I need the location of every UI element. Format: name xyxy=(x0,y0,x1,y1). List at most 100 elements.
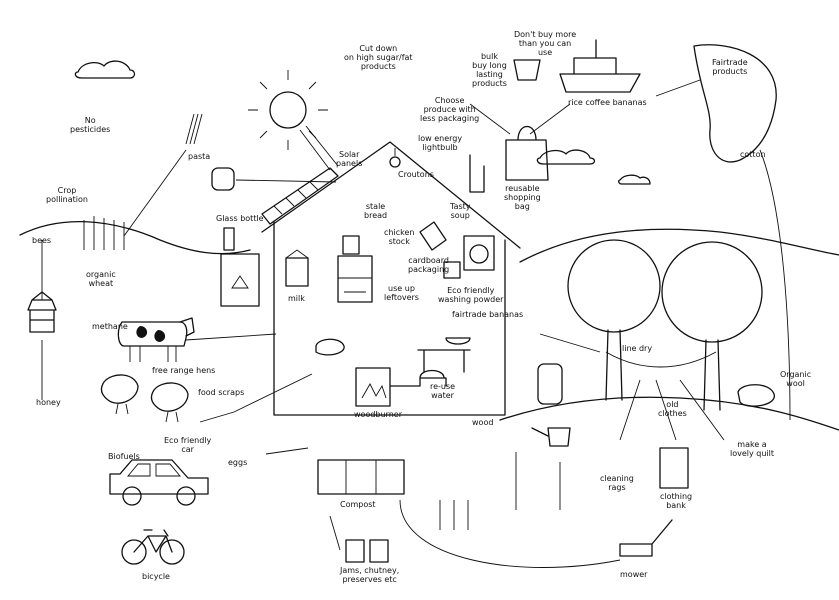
label-low-energy-lightbulb: low energy lightbulb xyxy=(418,134,463,152)
label-dont-buy-more: Don't buy more than you can use xyxy=(514,30,577,57)
cow-drawing xyxy=(117,317,195,362)
label-pasta: pasta xyxy=(188,152,211,161)
label-honey: honey xyxy=(36,398,61,407)
arrow-connector xyxy=(539,333,601,353)
house-drawing xyxy=(261,141,521,416)
ground-line-right xyxy=(499,396,839,431)
label-woodburner: woodburner xyxy=(354,410,402,419)
washing-machine xyxy=(463,235,495,271)
label-choose-produce: Choose produce with less packaging xyxy=(420,96,480,123)
arrow-connector xyxy=(759,149,791,421)
label-eggs: eggs xyxy=(228,458,248,467)
label-cut-down: Cut down on high sugar/fat products xyxy=(344,44,413,71)
washing-powder-box xyxy=(443,261,461,279)
sheep-drawing xyxy=(737,384,775,407)
label-organic-wool: Organic wool xyxy=(780,370,812,388)
label-no-pesticides: No pesticides xyxy=(70,116,111,134)
label-re-use-water: re-use water xyxy=(430,382,456,400)
roast-chicken xyxy=(315,338,345,356)
arrow-connector xyxy=(655,79,701,97)
glass-bottle-icon xyxy=(223,227,235,251)
label-line-dry: line dry xyxy=(622,344,653,353)
arrow-connector xyxy=(329,515,341,551)
label-free-range-hens: free range hens xyxy=(152,366,216,375)
hen-drawing xyxy=(100,374,189,423)
beehive-drawing xyxy=(27,291,57,333)
wheat-drawing xyxy=(83,216,125,250)
arrow-connector xyxy=(619,379,725,441)
milk-carton xyxy=(285,257,309,287)
label-wood: wood xyxy=(472,418,494,427)
cardboard-box xyxy=(419,221,447,251)
label-tasty-soup: Tasty soup xyxy=(450,202,471,220)
arrow-connector xyxy=(199,373,313,423)
lawn-mower xyxy=(619,519,673,557)
label-bees: bees xyxy=(32,236,52,245)
water-barrel xyxy=(537,363,563,405)
shopping-trolley xyxy=(513,59,541,81)
label-chicken-stock: chicken stock xyxy=(384,228,415,246)
arrow-connector xyxy=(123,149,187,237)
cargo-ship xyxy=(559,39,641,93)
label-make-a-lovely-quilt: make a lovely quilt xyxy=(730,440,775,458)
label-reusable-shopping-bag: reusable shopping bag xyxy=(504,184,541,211)
watering-can xyxy=(531,427,571,447)
label-fairtrade-products: Fairtrade products xyxy=(712,58,748,76)
arrow-connector xyxy=(235,179,337,183)
hill-left xyxy=(19,220,251,255)
arrow-connector xyxy=(399,499,621,568)
label-stale-bread: stale bread xyxy=(364,202,388,220)
label-biofuels: Biofuels xyxy=(108,452,140,461)
label-old-clothes: old clothes xyxy=(658,400,687,418)
label-eco-friendly-car: Eco friendly car xyxy=(164,436,212,454)
label-fairtrade-bananas: fairtrade bananas xyxy=(452,310,524,319)
cloud-icon xyxy=(74,60,136,79)
cloud-icon xyxy=(618,174,651,185)
arrow-connector xyxy=(529,103,571,135)
woodburner-drawing xyxy=(355,367,391,407)
cooker-drawing xyxy=(337,255,373,303)
sun-icon xyxy=(248,70,339,171)
arrow-connector xyxy=(469,103,511,135)
label-mower: mower xyxy=(620,570,648,579)
label-cotton: cotton xyxy=(740,150,766,159)
arrow-connector xyxy=(185,333,277,341)
hill-right xyxy=(519,228,839,263)
vegetable-plants xyxy=(439,452,561,530)
label-cleaning-rags: cleaning rags xyxy=(600,474,634,492)
label-croutons: Croutons xyxy=(398,170,434,179)
label-solar-panels: Solar panels xyxy=(336,150,363,168)
pot-drawing xyxy=(342,235,360,255)
recycle-bin xyxy=(220,253,260,307)
label-food-scraps: food scraps xyxy=(198,388,245,397)
label-use-up-leftovers: use up leftovers xyxy=(384,284,419,302)
fairtrade-map xyxy=(693,44,777,163)
washing-line xyxy=(605,351,717,368)
label-rice-coffee-bananas: rice coffee bananas xyxy=(568,98,647,107)
label-organic-wheat: organic wheat xyxy=(86,270,116,288)
label-cardboard-packaging: cardboard packaging xyxy=(408,256,450,274)
pasta-drawing xyxy=(185,113,203,145)
table-drawing xyxy=(417,349,471,373)
shopping-bag xyxy=(505,125,549,181)
label-bulk-buy: bulk buy long lasting products xyxy=(472,52,507,88)
compost-bin xyxy=(317,459,405,495)
label-methane: methane xyxy=(92,322,128,331)
label-jams: Jams, chutney, preserves etc xyxy=(340,566,400,584)
arrow-connector xyxy=(265,447,309,455)
cloud-icon xyxy=(536,149,596,165)
label-glass-bottle: Glass bottle xyxy=(216,214,264,223)
bicycle-drawing xyxy=(121,529,185,565)
label-eco-washing-powder: Eco friendly washing powder xyxy=(438,286,504,304)
label-clothing-bank: clothing bank xyxy=(660,492,693,510)
bread-drawing xyxy=(211,167,235,191)
jar-icon xyxy=(345,539,365,563)
tree-drawing xyxy=(567,239,763,411)
jar-icon xyxy=(369,539,389,563)
clothing-bank-bin xyxy=(659,447,689,489)
car-drawing xyxy=(109,459,209,506)
label-milk: milk xyxy=(288,294,305,303)
label-bicycle: bicycle xyxy=(142,572,170,581)
